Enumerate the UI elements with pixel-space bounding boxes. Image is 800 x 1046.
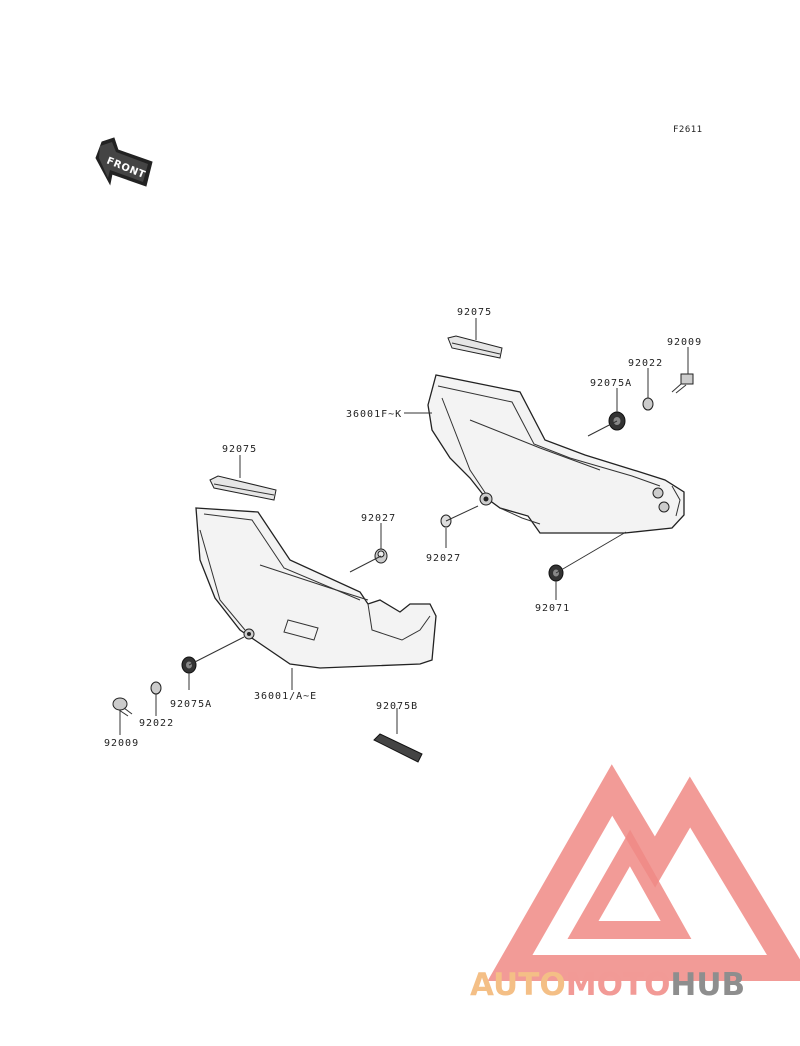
figure-code: F2611 [673, 125, 703, 135]
part-label-92009-left: 92009 [104, 738, 139, 749]
watermark-hub: HUB [670, 967, 745, 1003]
rubber-strip-top [447, 335, 503, 359]
svg-text:AUTOMOTOHUB: AUTOMOTOHUB [470, 967, 745, 1003]
leader-lines [119, 318, 689, 735]
right-side-cover [427, 374, 685, 534]
bolt-left [112, 697, 133, 717]
washer-right [642, 397, 654, 411]
part-label-36001F: 36001F~K [346, 409, 402, 420]
part-label-92071: 92071 [535, 603, 570, 614]
part-label-92027-right: 92027 [426, 553, 461, 564]
front-arrow-icon: FRONT [95, 137, 153, 187]
part-label-92027-left: 92027 [361, 513, 396, 524]
part-label-92009-right: 92009 [667, 337, 702, 348]
part-label-92022-right: 92022 [628, 358, 663, 369]
part-label-36001A: 36001/A~E [254, 691, 317, 702]
watermark-logo: AUTOMOTOHUB [470, 764, 800, 1003]
part-label-92075-left: 92075 [222, 444, 257, 455]
rubber-strip-left [209, 475, 277, 501]
part-label-92075A-right: 92075A [590, 378, 632, 389]
part-label-92075B: 92075B [376, 701, 418, 712]
part-label-92022-left: 92022 [139, 718, 174, 729]
bolt-right [671, 373, 694, 394]
part-label-92075A-left: 92075A [170, 699, 212, 710]
pad-92075B [373, 733, 423, 763]
washer-left [150, 681, 162, 695]
part-label-92075-top: 92075 [457, 307, 492, 318]
left-side-cover [195, 507, 437, 669]
watermark-moto: MOTO [566, 967, 671, 1003]
watermark-auto: AUTO [470, 967, 566, 1003]
